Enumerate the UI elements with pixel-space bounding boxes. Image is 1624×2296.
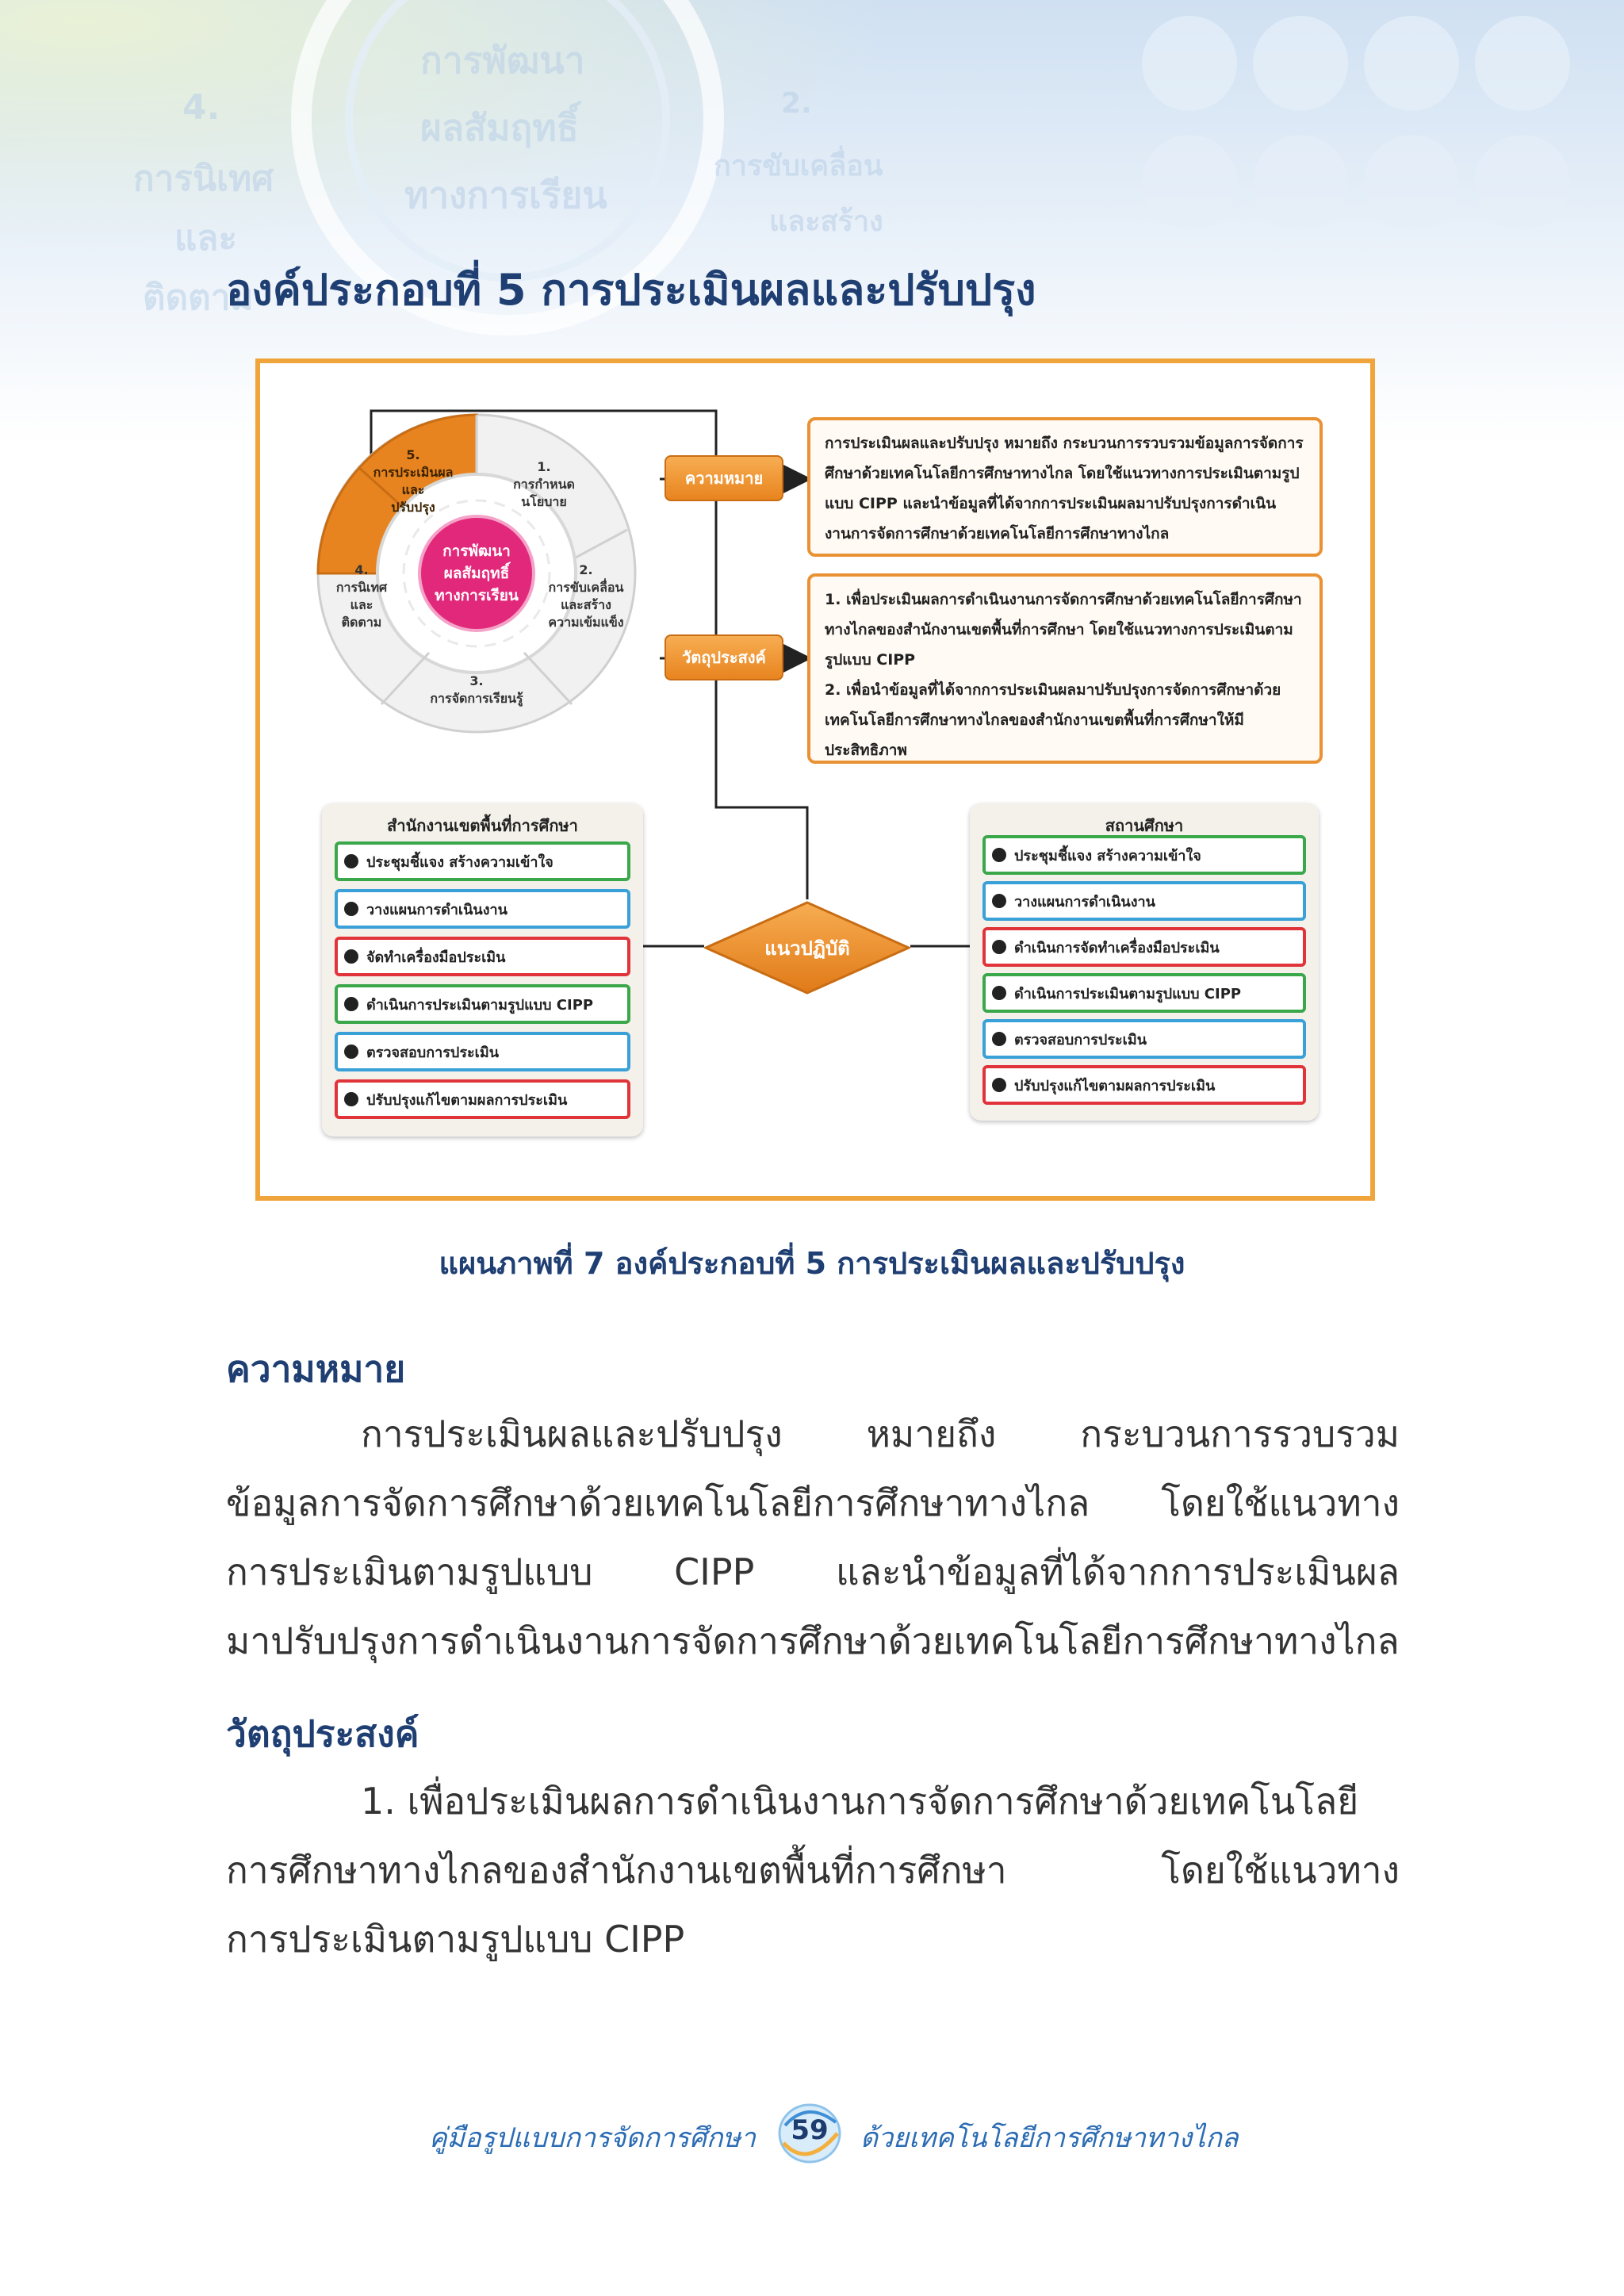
- ghost-text: 4.: [182, 87, 220, 128]
- ghost-text: 2.: [781, 87, 812, 120]
- school-step: ดำเนินการประเมินตามรูปแบบ CIPP: [982, 973, 1306, 1013]
- bullet-icon: [344, 1092, 358, 1106]
- cycle-step-3-label: 3. การจัดการเรียนรู้: [430, 673, 523, 706]
- meaning-heading: ความหมาย: [226, 1347, 406, 1390]
- objective-line: การประเมินตามรูปแบบ CIPP: [226, 1905, 1400, 1974]
- footer-right-text: ด้วยเทคโนโลยีการศึกษาทางไกล: [860, 2122, 1239, 2154]
- objective-line-text: การประเมินตามรูปแบบ CIPP: [226, 1918, 685, 1961]
- school-step: ดำเนินการจัดทำเครื่องมือประเมิน: [982, 927, 1306, 967]
- bullet-icon: [344, 949, 358, 964]
- bullet-icon: [992, 986, 1006, 1000]
- school-step-label: ดำเนินการจัดทำเครื่องมือประเมิน: [1014, 939, 1220, 956]
- office-step: ตรวจสอบการประเมิน: [335, 1032, 630, 1071]
- office-step-label: ดำเนินการประเมินตามรูปแบบ CIPP: [366, 996, 594, 1014]
- page-number: 59: [791, 2114, 829, 2146]
- objective-paragraph: 1. เพื่อประเมินผลการดำเนินงานการจัดการศึ…: [226, 1767, 1400, 1974]
- objective-heading: วัตถุประสงค์: [226, 1712, 419, 1755]
- meaning-line: มาปรับปรุงการดำเนินงานการจัดการศึกษาด้วย…: [226, 1607, 1400, 1676]
- page-footer: คู่มือรูปแบบการจัดการศึกษา 59 ด้วยเทคโนโ…: [0, 2102, 1624, 2165]
- bullet-icon: [344, 997, 358, 1011]
- objective-box-item-1: 1. เพื่อประเมินผลการดำเนินงานการจัดการศึ…: [825, 591, 1302, 669]
- school-step-label: ปรับปรุงแก้ไขตามผลการประเมิน: [1014, 1077, 1216, 1094]
- page-title: องค์ประกอบที่ 5 การประเมินผลและปรับปรุง: [226, 265, 1036, 315]
- bullet-icon: [344, 854, 358, 868]
- bullet-icon: [992, 940, 1006, 954]
- cycle-hub-label: การพัฒนา ผลสัมฤทธิ์ ทางการเรียน: [435, 542, 519, 604]
- office-step-label: ตรวจสอบการประเมิน: [366, 1044, 499, 1061]
- meaning-box: การประเมินผลและปรับปรุง หมายถึง กระบวนกา…: [807, 417, 1323, 557]
- objective-line-text: การศึกษาทางไกลของสำนักงานเขตพื้นที่การศึ…: [226, 1849, 1400, 1892]
- objective-box: 1. เพื่อประเมินผลการดำเนินงานการจัดการศึ…: [807, 573, 1323, 764]
- cycle-step-1-label: 1. การกำหนด นโยบาย: [513, 459, 575, 509]
- school-panel-title: สถานศึกษา: [1105, 816, 1184, 835]
- office-step-label: วางแผนการดำเนินงาน: [366, 901, 508, 918]
- cycle-step-5-label: 5. การประเมินผล และ ปรับปรุง: [373, 447, 454, 515]
- office-step: จัดทำเครื่องมือประเมิน: [335, 937, 630, 976]
- meaning-line: การประเมินผลและปรับปรุง หมายถึง กระบวนกา…: [226, 1400, 1400, 1469]
- bullet-icon: [344, 902, 358, 916]
- objective-line: 1. เพื่อประเมินผลการดำเนินงานการจัดการศึ…: [226, 1767, 1400, 1836]
- school-panel: สถานศึกษา ประชุมชี้แจง สร้างความเข้าใจ ว…: [970, 803, 1319, 1121]
- development-cycle: 5. การประเมินผล และ ปรับปรุง 1. การกำหนด…: [314, 411, 639, 736]
- school-step: ปรับปรุงแก้ไขตามผลการประเมิน: [982, 1065, 1306, 1105]
- meaning-line-text: ข้อมูลการจัดการศึกษาด้วยเทคโนโลยีการศึกษ…: [226, 1481, 1400, 1524]
- objective-tag: วัตถุประสงค์: [665, 634, 783, 680]
- bullet-icon: [992, 1032, 1006, 1046]
- office-step-label: จัดทำเครื่องมือประเมิน: [366, 949, 506, 966]
- header-background: 4. การนิเทศ และ ติดตาม การพัฒนา ผลสัมฤทธ…: [0, 0, 1624, 444]
- meaning-line-text: การประเมินผลและปรับปรุง หมายถึง กระบวนกา…: [361, 1412, 1400, 1455]
- bullet-icon: [992, 1078, 1006, 1092]
- ghost-text: ทางการเรียน: [404, 174, 607, 217]
- meaning-paragraph: การประเมินผลและปรับปรุง หมายถึง กระบวนกา…: [226, 1400, 1400, 1676]
- ghost-text: การพัฒนา: [420, 39, 585, 82]
- school-step: วางแผนการดำเนินงาน: [982, 881, 1306, 921]
- component-5-diagram: 5. การประเมินผล และ ปรับปรุง 1. การกำหนด…: [255, 358, 1375, 1201]
- office-step: วางแผนการดำเนินงาน: [335, 889, 630, 929]
- ghost-text: และสร้าง: [769, 205, 883, 238]
- meaning-line-text: การประเมินตามรูปแบบ CIPP และนำข้อมูลที่ไ…: [226, 1550, 1400, 1593]
- office-panel-title: สำนักงานเขตพื้นที่การศึกษา: [387, 816, 578, 835]
- bullet-icon: [344, 1045, 358, 1059]
- objective-line: การศึกษาทางไกลของสำนักงานเขตพื้นที่การศึ…: [226, 1836, 1400, 1905]
- bullet-icon: [992, 848, 1006, 862]
- cycle-step-2-label: 2. การขับเคลื่อน และสร้าง ความเข้มแข็ง: [548, 562, 624, 630]
- objective-box-item-2: 2. เพื่อนำข้อมูลที่ได้จากการประเมินผลมาป…: [825, 681, 1281, 759]
- meaning-line: การประเมินตามรูปแบบ CIPP และนำข้อมูลที่ไ…: [226, 1538, 1400, 1607]
- office-step-label: ประชุมชี้แจง สร้างความเข้าใจ: [366, 853, 553, 871]
- objective-line-text: 1. เพื่อประเมินผลการดำเนินงานการจัดการศึ…: [361, 1780, 1359, 1823]
- office-panel: สำนักงานเขตพื้นที่การศึกษา ประชุมชี้แจง …: [322, 803, 643, 1137]
- practice-diamond: [704, 901, 910, 995]
- office-step: ดำเนินการประเมินตามรูปแบบ CIPP: [335, 984, 630, 1024]
- school-step: ตรวจสอบการประเมิน: [982, 1019, 1306, 1059]
- ghost-text: การนิเทศ: [133, 159, 274, 199]
- ghost-text: ผลสัมฤทธิ์: [420, 106, 579, 149]
- school-step: ประชุมชี้แจง สร้างความเข้าใจ: [982, 835, 1306, 875]
- practice-label: แนวปฏิบัติ: [764, 937, 850, 960]
- office-step: ปรับปรุงแก้ไขตามผลการประเมิน: [335, 1079, 630, 1119]
- meaning-tag: ความหมาย: [665, 455, 783, 501]
- school-step-label: ประชุมชี้แจง สร้างความเข้าใจ: [1014, 847, 1201, 864]
- ghost-text: ติดตาม: [143, 278, 254, 318]
- meaning-line-text: มาปรับปรุงการดำเนินงานการจัดการศึกษาด้วย…: [226, 1619, 1400, 1662]
- meaning-line: ข้อมูลการจัดการศึกษาด้วยเทคโนโลยีการศึกษ…: [226, 1469, 1400, 1538]
- cycle-step-4-label: 4. การนิเทศ และ ติดตาม: [335, 562, 388, 630]
- school-step-label: ดำเนินการประเมินตามรูปแบบ CIPP: [1014, 985, 1242, 1002]
- ghost-text: การขับเคลื่อน: [714, 150, 883, 182]
- footer-left-text: คู่มือรูปแบบการจัดการศึกษา: [428, 2122, 756, 2154]
- office-step: ประชุมชี้แจง สร้างความเข้าใจ: [335, 841, 630, 881]
- office-step-label: ปรับปรุงแก้ไขตามผลการประเมิน: [366, 1091, 568, 1109]
- figure-caption: แผนภาพที่ 7 องค์ประกอบที่ 5 การประเมินผล…: [439, 1246, 1185, 1281]
- bullet-icon: [992, 894, 1006, 908]
- page-number-badge-icon: [778, 2103, 841, 2164]
- meaning-box-text: การประเมินผลและปรับปรุง หมายถึง กระบวนกา…: [825, 435, 1304, 542]
- school-step-label: ตรวจสอบการประเมิน: [1014, 1031, 1147, 1048]
- school-step-label: วางแผนการดำเนินงาน: [1014, 893, 1155, 910]
- ghost-text: และ: [174, 218, 237, 259]
